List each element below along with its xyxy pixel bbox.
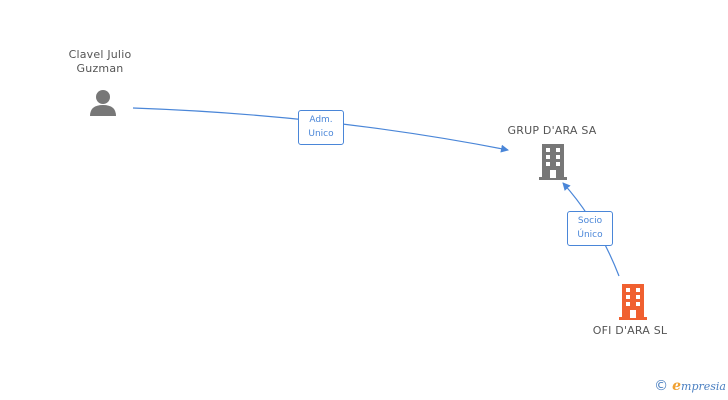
person-label[interactable]: Clavel Julio Guzman: [48, 48, 152, 76]
building-icon[interactable]: [537, 144, 569, 180]
brand-name: mpresia: [681, 380, 726, 393]
person-icon[interactable]: [88, 88, 118, 118]
edge-label-adm-unico[interactable]: Adm. Unico: [298, 110, 344, 145]
grup-dara-label[interactable]: GRUP D'ARA SA: [507, 124, 597, 137]
person-name-line1: Clavel Julio: [68, 48, 132, 61]
edge-label-socio-line1: Socio: [577, 216, 603, 226]
edge-label-socio-unico[interactable]: Socio Único: [567, 211, 613, 246]
copyright-icon: ©: [654, 378, 669, 394]
edge-label-socio-line2: Único: [577, 230, 603, 240]
brand-initial: e: [672, 378, 682, 394]
ofi-dara-label[interactable]: OFI D'ARA SL: [592, 324, 668, 337]
edge-label-adm-line2: Unico: [308, 129, 334, 139]
empresia-logo: © empresia: [654, 378, 726, 394]
person-name-line2: Guzman: [76, 62, 124, 75]
edge-label-adm-line1: Adm.: [309, 115, 333, 125]
building-icon-highlight[interactable]: [617, 284, 649, 320]
